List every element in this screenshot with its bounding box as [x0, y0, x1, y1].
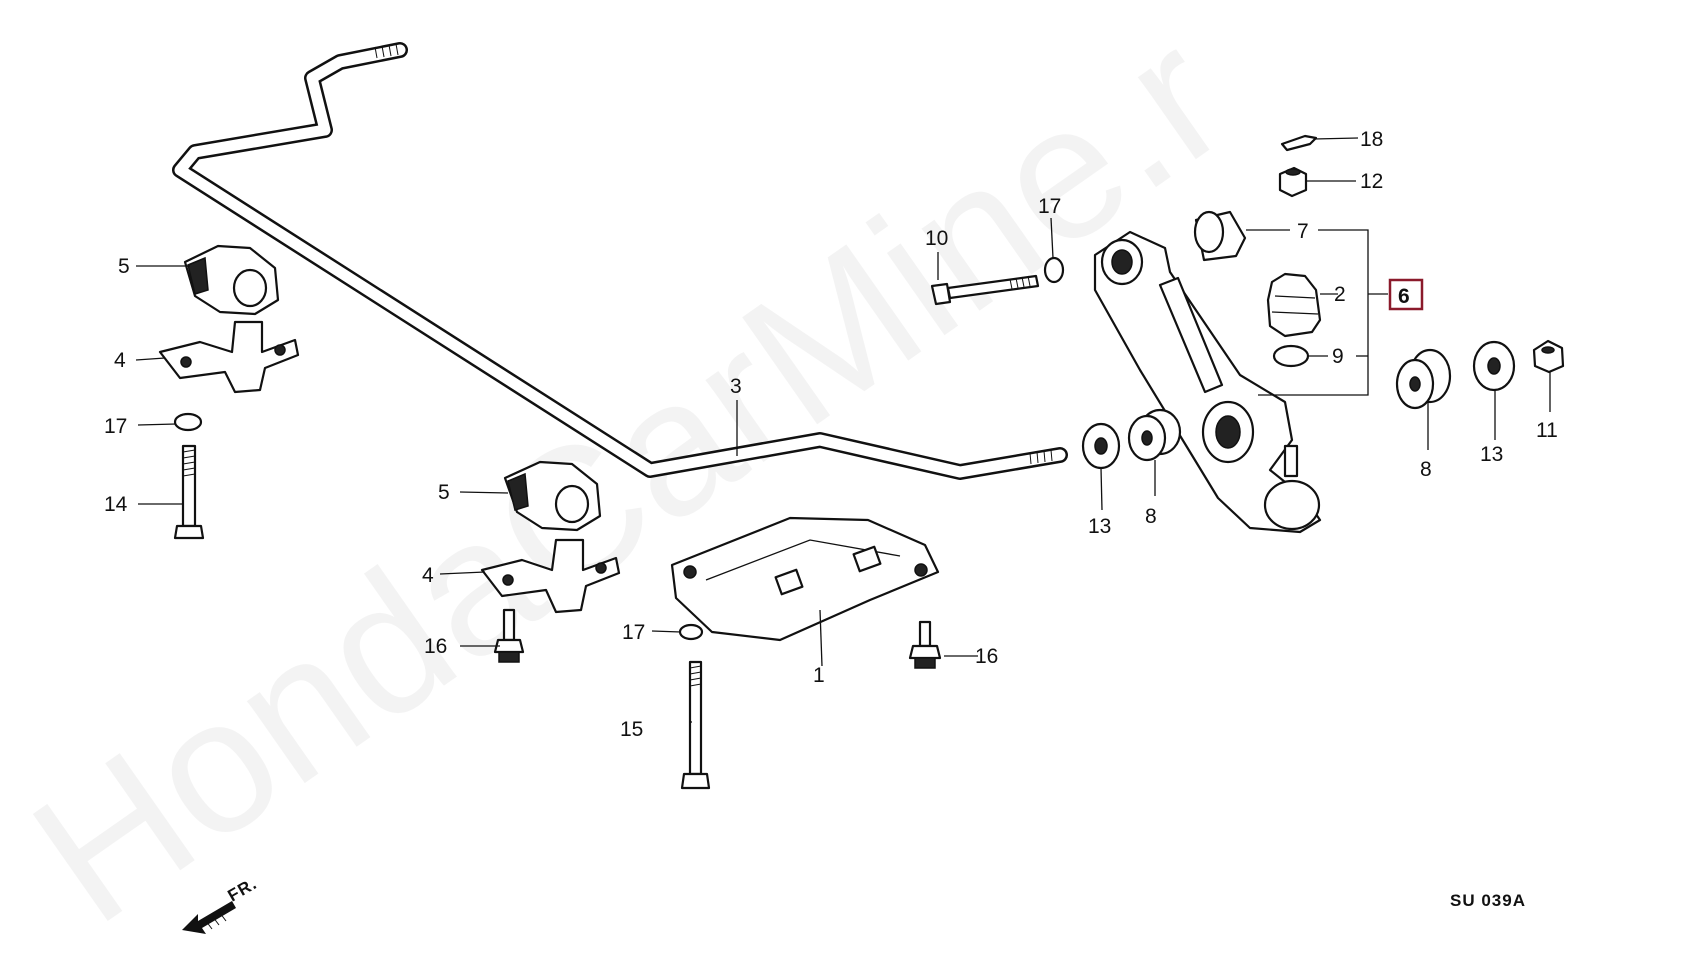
highlight-box-6 [1388, 278, 1424, 311]
callout-3[interactable]: 3 [730, 375, 742, 398]
callout-11[interactable]: 11 [1536, 419, 1558, 442]
callout-13-right[interactable]: 13 [1480, 443, 1503, 466]
callout-6[interactable]: 6 [1398, 285, 1410, 308]
stabilizer-bracket-upper[interactable] [158, 320, 300, 394]
stabilizer-bushing-upper[interactable] [183, 244, 280, 316]
washer-17-center[interactable] [678, 623, 704, 641]
callout-9[interactable]: 9 [1332, 345, 1344, 368]
callout-13-left[interactable]: 13 [1088, 515, 1111, 538]
callout-17-center[interactable]: 17 [622, 621, 645, 644]
callout-16-left[interactable]: 16 [424, 635, 447, 658]
callout-4-lower[interactable]: 4 [422, 564, 434, 587]
stabilizer-bushing-lower[interactable] [503, 460, 602, 532]
bushing-8-right[interactable] [1395, 348, 1452, 410]
callout-7[interactable]: 7 [1297, 220, 1309, 243]
callout-18[interactable]: 18 [1360, 128, 1383, 151]
callout-4-upper[interactable]: 4 [114, 349, 126, 372]
callout-1[interactable]: 1 [813, 664, 825, 687]
bolt-14[interactable] [173, 444, 205, 540]
callout-12[interactable]: 12 [1360, 170, 1383, 193]
nut-11[interactable] [1532, 339, 1565, 374]
callout-8-left[interactable]: 8 [1145, 505, 1157, 528]
callout-14[interactable]: 14 [104, 493, 128, 516]
callout-15[interactable]: 15 [620, 718, 643, 741]
stabilizer-bar[interactable] [172, 42, 1068, 480]
stabilizer-mount-plate[interactable] [670, 516, 940, 642]
callout-10[interactable]: 10 [925, 227, 948, 250]
bushing-7[interactable] [1193, 210, 1247, 262]
cotter-pin-18[interactable] [1280, 134, 1318, 152]
callout-labels: 1 2 3 4 4 5 5 6 7 8 8 9 10 11 12 13 13 1… [104, 128, 1558, 741]
ball-joint-boot-2[interactable] [1266, 272, 1322, 338]
callout-16-right[interactable]: 16 [975, 645, 998, 668]
callout-8-right[interactable]: 8 [1420, 458, 1432, 481]
washer-13-right[interactable] [1472, 340, 1516, 392]
washer-13-left[interactable] [1081, 422, 1121, 470]
flange-bolt-16-left[interactable] [493, 608, 525, 663]
washer-17-left[interactable] [173, 412, 203, 432]
callout-2[interactable]: 2 [1334, 283, 1346, 306]
callout-17-upper[interactable]: 17 [1038, 195, 1061, 218]
castle-nut-12[interactable] [1278, 166, 1308, 198]
bolt-15[interactable] [680, 660, 711, 790]
clip-ring-9[interactable] [1272, 344, 1310, 368]
washer-17-upper[interactable] [1043, 256, 1065, 284]
stabilizer-bracket-lower[interactable] [480, 538, 621, 614]
leader-lines [135, 137, 1551, 723]
callout-5-upper[interactable]: 5 [118, 255, 130, 278]
bolt-10[interactable] [930, 274, 1040, 306]
bushing-8-left[interactable] [1127, 408, 1182, 462]
front-arrow-icon [182, 901, 236, 934]
callout-17-left[interactable]: 17 [104, 415, 127, 438]
flange-bolt-16-right[interactable] [908, 620, 942, 669]
diagram-code: SU 039A [1450, 891, 1526, 910]
callout-5-lower[interactable]: 5 [438, 481, 450, 504]
